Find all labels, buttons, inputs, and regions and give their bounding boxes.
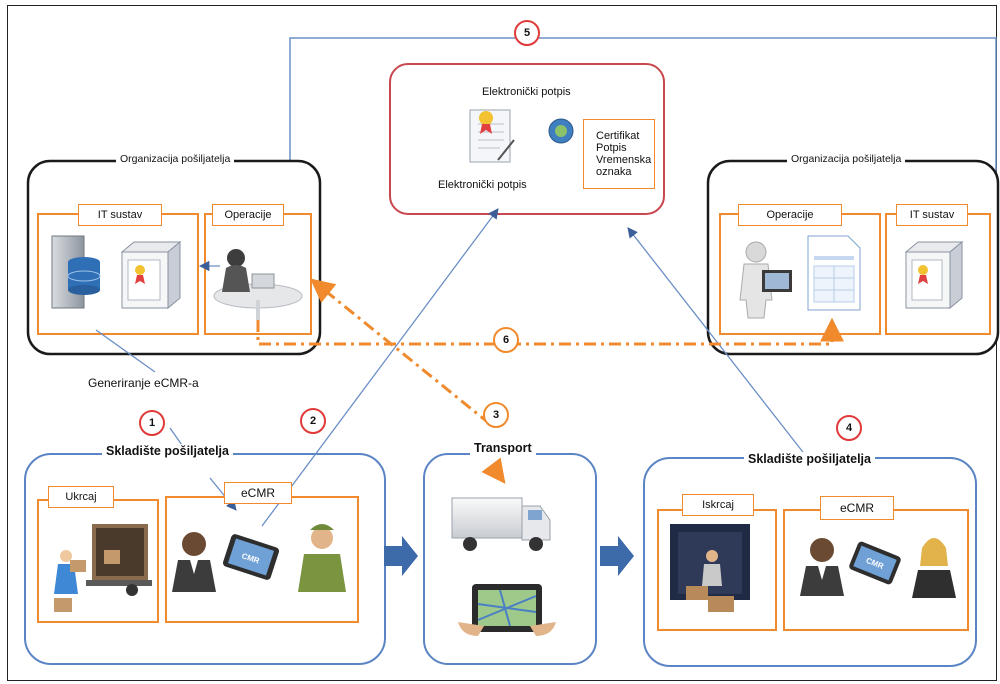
it-system-cube-icon: [120, 240, 182, 310]
certificate-info-box: Certifikat Potpis Vremenska oznaka: [583, 119, 655, 189]
transport-title: Transport: [470, 441, 536, 455]
flow-arrow-left: [384, 536, 418, 576]
shipper-person-icon: [172, 532, 216, 592]
load-label: Ukrcaj: [48, 486, 114, 508]
receiver-woman-icon: [912, 538, 956, 598]
ecmr-to-signature-line: [261, 208, 499, 527]
flow-arrow-right: [600, 536, 634, 576]
step-2-marker: 2: [300, 408, 326, 434]
left-org-title: Organizacija pošiljatelja: [116, 153, 235, 165]
bottom-left-ecmr-label: eCMR: [224, 482, 292, 504]
right-org-title: Organizacija pošiljatelja: [787, 153, 906, 165]
step-4-marker: 4: [836, 415, 862, 441]
info-line-timestamp: Vremenska: [596, 154, 652, 166]
right-ops-label: Operacije: [738, 204, 842, 226]
generate-ecmr-label: Generiranje eCMR-a: [88, 376, 199, 390]
center-box-subtitle: Elektronički potpis: [438, 179, 527, 191]
generate-ecmr-line: [95, 329, 156, 373]
center-box-title: Elektronički potpis: [482, 86, 571, 98]
transport-in-line: [481, 457, 506, 484]
step-1-marker: 1: [139, 410, 165, 436]
ecmr-device-icon: CMR: [223, 534, 279, 580]
driver-person-icon: [298, 524, 346, 592]
info-exchange-line: [256, 317, 844, 346]
step-5-marker: 5: [514, 20, 540, 46]
loading-truck-icon: [54, 524, 152, 612]
step-3-marker: 3: [483, 402, 509, 428]
transport-to-ops-line: [310, 278, 491, 426]
bottom-left-title: Skladište pošiljatelja: [102, 444, 233, 458]
transport-truck-icon: [451, 497, 551, 551]
step-6-marker: 6: [493, 327, 519, 353]
ecmr-tag-pointer: [209, 477, 237, 511]
unloading-truck-icon: [670, 524, 750, 612]
left-it-label: IT sustav: [78, 204, 162, 226]
unload-label: Iskrcaj: [682, 494, 754, 516]
transport-container: [423, 453, 597, 665]
tablet-map-icon: [458, 584, 556, 636]
bottom-right-title: Skladište pošiljatelja: [744, 452, 875, 466]
right-it-label: IT sustav: [896, 204, 968, 226]
certificate-document-icon: [469, 109, 515, 163]
info-line-certificate: Certifikat: [596, 130, 640, 142]
operator-desk-icon: [213, 249, 303, 320]
left-ops-label: Operacije: [212, 204, 284, 226]
receiver-person-icon: [800, 538, 844, 596]
server-database-icon: [51, 235, 101, 309]
info-line-signature: Potpis: [596, 142, 627, 154]
it-system-cube-right-icon: [904, 240, 964, 310]
document-form-icon: [807, 235, 861, 311]
ecmr-device-right-icon: CMR: [849, 541, 901, 585]
bottom-right-ecmr-label: eCMR: [820, 496, 894, 520]
seal-icon: [548, 118, 574, 144]
unload-to-signature-line: [627, 227, 807, 457]
info-line-mark: oznaka: [596, 166, 632, 178]
person-tablet-icon: [739, 241, 792, 319]
